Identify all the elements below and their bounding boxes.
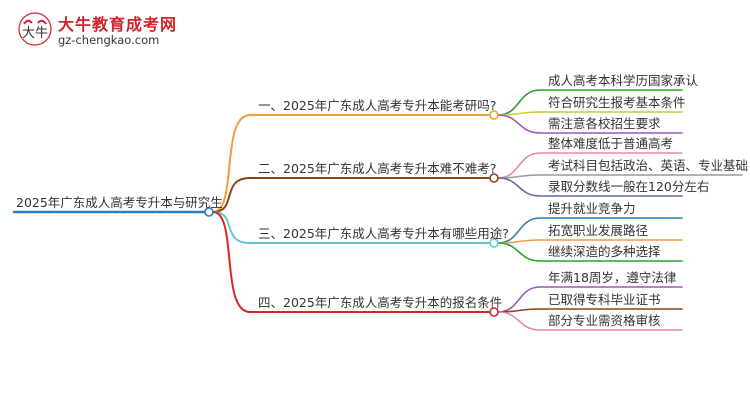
root-label: 2025年广东成人高考专升本与研究生 bbox=[16, 195, 223, 210]
bull-logo-icon: 大牛 bbox=[18, 12, 52, 46]
leaf-label: 需注意各校招生要求 bbox=[548, 116, 661, 131]
leaf-label: 录取分数线一般在120分左右 bbox=[548, 179, 710, 194]
leaf-label: 考试科目包括政治、英语、专业基础 bbox=[548, 158, 749, 173]
branch-label: 一、2025年广东成人高考专升本能考研吗? bbox=[258, 98, 497, 113]
branch-label: 四、2025年广东成人高考专升本的报名条件 bbox=[258, 295, 503, 310]
root-node[interactable] bbox=[204, 207, 214, 217]
branch-node[interactable] bbox=[489, 110, 499, 120]
leaf-label: 符合研究生报考基本条件 bbox=[548, 95, 686, 110]
leaf-connector bbox=[497, 152, 541, 179]
leaf-label: 部分专业需资格审核 bbox=[548, 313, 661, 328]
branch-connector bbox=[212, 211, 251, 244]
branch-node[interactable] bbox=[489, 238, 499, 248]
leaf-label: 已取得专科毕业证书 bbox=[548, 292, 661, 307]
leaf-connector bbox=[497, 177, 541, 197]
branch-label: 二、2025年广东成人高考专升本难不难考? bbox=[258, 161, 497, 176]
branch-connector bbox=[212, 177, 251, 213]
leaf-label: 年满18周岁，遵守法律 bbox=[548, 270, 677, 285]
branch-node[interactable] bbox=[489, 307, 499, 317]
branch-connector bbox=[212, 114, 251, 213]
brand-url: gz-chengkao.com bbox=[58, 33, 160, 47]
leaf-label: 整体难度低于普通高考 bbox=[548, 136, 674, 151]
brand-name: 大牛教育成考网 bbox=[58, 15, 178, 34]
leaf-connector bbox=[497, 114, 541, 134]
leaf-label: 拓宽职业发展路径 bbox=[548, 223, 649, 238]
leaf-connector bbox=[497, 242, 541, 262]
leaf-connector bbox=[497, 89, 541, 116]
svg-text:大牛: 大牛 bbox=[22, 26, 48, 41]
branch-connector bbox=[212, 211, 251, 313]
branch-node[interactable] bbox=[489, 173, 499, 183]
branch-label: 三、2025年广东成人高考专升本有哪些用途? bbox=[258, 226, 509, 241]
leaf-connector bbox=[497, 311, 541, 331]
leaf-label: 继续深造的多种选择 bbox=[548, 244, 661, 259]
leaf-connector bbox=[497, 286, 541, 313]
leaf-label: 提升就业竞争力 bbox=[548, 201, 636, 216]
leaf-label: 成人高考本科学历国家承认 bbox=[548, 73, 699, 88]
